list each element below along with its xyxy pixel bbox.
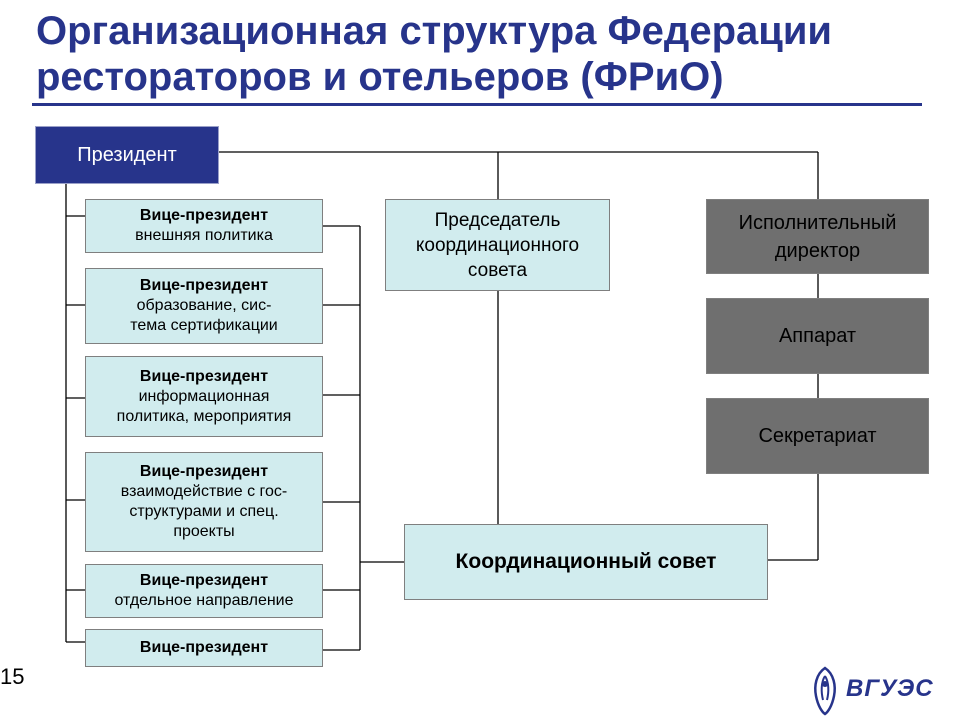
- apparatus-box: Аппарат: [706, 298, 929, 374]
- vp-area-line: политика, мероприятия: [116, 407, 292, 425]
- vp-title: Вице-президент: [139, 572, 269, 589]
- vp-area-line: информационная: [138, 387, 270, 405]
- vp-area-line: взаимодействие с гос-: [120, 483, 288, 500]
- council-chairman-box: Председатель координационного совета: [385, 199, 610, 291]
- vp-area-line: отдельное направление: [114, 592, 294, 609]
- vp-title: Вице-президент: [139, 277, 269, 294]
- council-label: Координационный совет: [455, 550, 717, 573]
- executive-director-box: Исполнительный директор: [706, 199, 929, 274]
- president-box: Президент: [35, 126, 219, 184]
- apparatus-label: Аппарат: [778, 325, 857, 347]
- chairman-line: совета: [467, 259, 528, 281]
- vp-area-line: тема сертификации: [130, 317, 278, 334]
- president-label: Президент: [77, 143, 177, 166]
- slide-number: 15: [0, 664, 25, 689]
- title-underline: [32, 103, 922, 106]
- coordination-council-box: Координационный совет: [404, 524, 768, 600]
- university-logo: ВГУЭС: [810, 666, 933, 716]
- vp-area-line: образование, сис-: [136, 297, 272, 314]
- vp-box-information: Вице-президент информационная политика, …: [85, 356, 323, 437]
- vp-title: Вице-президент: [139, 367, 269, 385]
- vp-title: Вице-президент: [139, 639, 269, 656]
- vp-box-education: Вице-президент образование, сис- тема се…: [85, 268, 323, 344]
- secretariat-label: Секретариат: [758, 425, 877, 447]
- exec-director-line: Исполнительный: [738, 211, 897, 234]
- exec-director-line: директор: [774, 239, 861, 262]
- vp-area-line: структурами и спец.: [129, 503, 279, 520]
- vp-area-line: проекты: [173, 523, 235, 540]
- logo-text: ВГУЭС: [846, 675, 934, 702]
- vp-box-foreign-policy: Вице-президент внешняя политика: [85, 199, 323, 253]
- secretariat-box: Секретариат: [706, 398, 929, 474]
- vp-box-government-relations: Вице-президент взаимодействие с гос- стр…: [85, 452, 323, 552]
- vp-box-separate-direction: Вице-президент отдельное направление: [85, 564, 323, 618]
- vp-title: Вице-президент: [139, 463, 269, 480]
- chairman-line: координационного: [415, 234, 580, 256]
- vp-title: Вице-президент: [139, 207, 269, 224]
- emblem-icon: [814, 666, 836, 716]
- vp-area-line: внешняя политика: [135, 227, 273, 244]
- vp-box-general: Вице-президент: [85, 629, 323, 667]
- slide-title: Организационная структура Федерации рест…: [36, 9, 833, 99]
- chairman-line: Председатель: [434, 209, 561, 231]
